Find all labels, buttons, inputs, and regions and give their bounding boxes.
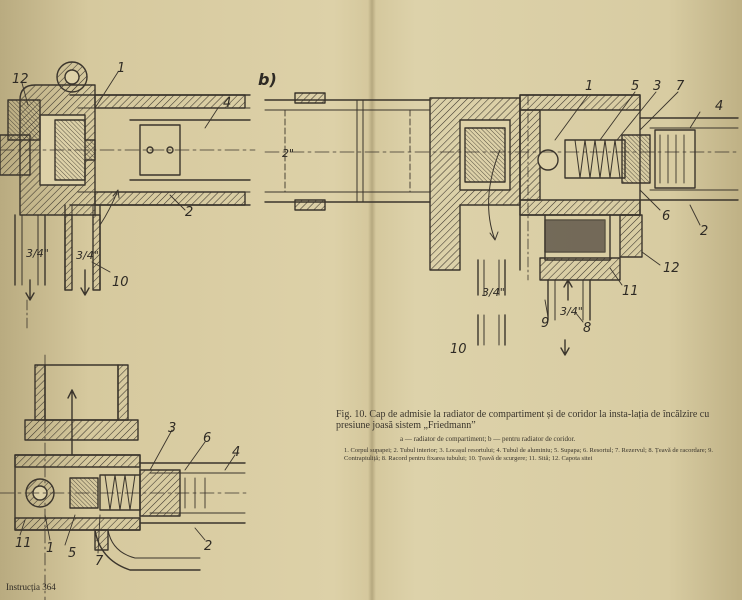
part-number: 8 (583, 321, 592, 336)
panel-label-b: b) (258, 70, 277, 89)
pipe-size: 3/4" (26, 247, 49, 260)
part-number: 1 (117, 61, 126, 76)
part-number: 10 (112, 275, 129, 290)
pipe-size: 2" (282, 147, 295, 160)
part-number: 6 (662, 209, 671, 224)
part-number: 11 (622, 284, 639, 299)
part-number: 12 (12, 72, 29, 87)
part-number: 11 (15, 536, 32, 551)
part-number: 2 (700, 224, 709, 239)
section-view-drawing (0, 354, 251, 600)
pipe-size: 3/4" (482, 286, 505, 299)
drawing-a-valve-head (0, 61, 256, 331)
part-number: 7 (95, 554, 104, 569)
part-number: 1 (46, 541, 55, 556)
part-number: 1 (585, 79, 594, 94)
part-number: 5 (631, 79, 640, 94)
part-number: 9 (541, 316, 550, 331)
part-number: 4 (223, 96, 232, 111)
drawing-b-valve-head (264, 91, 741, 356)
caption-legend: 1. Corpul supapei; 2. Tubul interior; 3.… (344, 447, 713, 462)
part-number: 10 (450, 342, 467, 357)
pipe-size: 3/4" (76, 249, 99, 262)
part-number: 4 (232, 445, 241, 460)
caption-title: Fig. 10. Cap de admisie la radiator de c… (336, 409, 710, 431)
part-number: 6 (203, 431, 212, 446)
page-fold (368, 0, 376, 600)
figure-caption: Fig. 10. Cap de admisie la radiator de c… (336, 409, 736, 463)
part-number: 5 (68, 546, 77, 561)
part-number: 2 (185, 205, 194, 220)
part-number: 3 (653, 79, 662, 94)
part-number: 3 (168, 421, 177, 436)
part-number: 2 (204, 539, 213, 554)
part-number: 4 (715, 99, 724, 114)
pipe-size: 3/4" (560, 305, 583, 318)
caption-subtitle: a — radiator de compartiment; b — pentru… (400, 435, 576, 443)
part-number: 12 (663, 261, 680, 276)
part-number: 7 (676, 79, 685, 94)
page-footer: Instrucția 364 (6, 582, 56, 592)
